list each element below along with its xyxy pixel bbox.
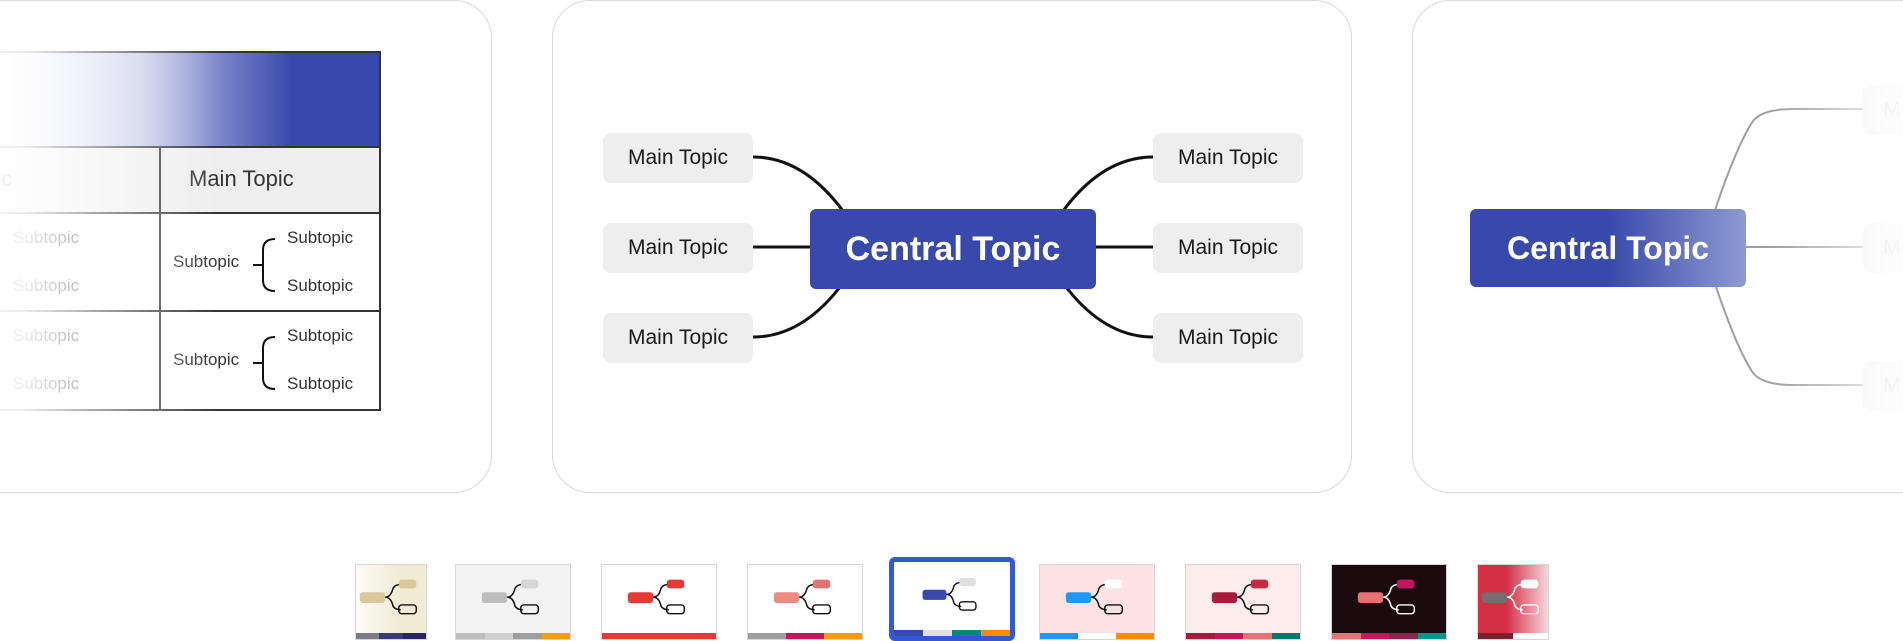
table-row: c Subtopic Subtopic Subtopic Subtopic Su… (0, 312, 381, 411)
color-swatch (923, 630, 952, 636)
theme-icon (1211, 579, 1270, 615)
color-swatch (484, 633, 513, 639)
color-swatch (678, 633, 716, 639)
theme-color-stripes (1332, 633, 1446, 639)
theme-crimson[interactable] (1185, 564, 1301, 640)
subtopic-text: Subtopic (13, 228, 80, 247)
theme-color-stripes (602, 633, 716, 639)
subtopic-text: Subtopic (13, 374, 80, 393)
subtopic-text: Subtopic (287, 276, 354, 295)
color-swatch (1417, 633, 1446, 639)
theme-icon (1357, 579, 1416, 615)
main-topic[interactable]: M (1863, 361, 1903, 411)
theme-preview-card-center[interactable]: Main Topic Main Topic Main Topic Main To… (552, 0, 1352, 493)
main-topic[interactable]: Main Topic (1153, 313, 1303, 363)
main-topic[interactable]: M (1863, 223, 1903, 273)
color-swatch (1360, 633, 1389, 639)
color-swatch (1332, 633, 1361, 639)
theme-icon (922, 577, 977, 611)
subtopic-text: Subtopic (173, 350, 240, 369)
color-swatch (1271, 633, 1300, 639)
theme-color-stripes (1186, 633, 1300, 639)
color-swatch (640, 633, 678, 639)
theme-icon (627, 579, 686, 615)
color-swatch (602, 633, 640, 639)
color-swatch (402, 633, 426, 639)
central-topic[interactable]: Central Topic (810, 209, 1096, 289)
theme-color-stripes (1040, 633, 1154, 639)
color-swatch (894, 630, 923, 636)
theme-pink[interactable] (1039, 564, 1155, 640)
theme-color-stripes (1478, 633, 1548, 639)
theme-beige[interactable] (355, 564, 427, 640)
subtopic-text: Subtopic (13, 276, 80, 295)
color-swatch (1214, 633, 1243, 639)
theme-preview-card-right[interactable]: Central Topic M M M (1412, 0, 1903, 493)
theme-red[interactable] (601, 564, 717, 640)
bracket-icon (0, 337, 1, 389)
color-swatch (1040, 633, 1078, 639)
table-cell-text: n Topic (0, 166, 13, 191)
theme-color-stripes (356, 633, 426, 639)
connector-lines (752, 155, 1154, 339)
color-swatch (541, 633, 570, 639)
theme-gray[interactable] (455, 564, 571, 640)
color-swatch (379, 633, 403, 639)
table-cell-text: Main Topic (189, 166, 294, 191)
color-swatch (981, 630, 1010, 636)
main-topic[interactable]: Main Topic (603, 133, 753, 183)
theme-color-stripes (748, 633, 862, 639)
bracket-icon (0, 239, 1, 291)
subtopic-text: Subtopic (287, 374, 354, 393)
theme-icon (481, 579, 540, 615)
theme-color-stripes (456, 633, 570, 639)
subtopic-text: Subtopic (287, 228, 354, 247)
bracket-icon (253, 336, 276, 390)
theme-preview-card-left[interactable]: pic n Topic Main Topic c Subtopic Subtop… (0, 0, 492, 493)
theme-color-stripes (894, 630, 1010, 636)
theme-blue[interactable] (889, 557, 1015, 641)
color-swatch (1389, 633, 1418, 639)
color-swatch (786, 633, 824, 639)
color-swatch (513, 633, 542, 639)
subtopic-text: Subtopic (287, 326, 354, 345)
main-topic[interactable]: Main Topic (603, 313, 753, 363)
color-swatch (456, 633, 485, 639)
table-row: n Topic Main Topic (0, 148, 381, 214)
color-swatch (1186, 633, 1215, 639)
main-topic[interactable]: Main Topic (603, 223, 753, 273)
color-swatch (824, 633, 862, 639)
main-topic[interactable]: Main Topic (1153, 223, 1303, 273)
theme-icon (1481, 579, 1540, 615)
table-header: pic (0, 51, 381, 148)
color-swatch (356, 633, 380, 639)
table-row: c Subtopic Subtopic Subtopic Subtopic Su… (0, 214, 381, 312)
color-swatch (952, 630, 981, 636)
subtopic-text: Subtopic (13, 326, 80, 345)
color-swatch (1078, 633, 1116, 639)
theme-icon (1065, 579, 1124, 615)
central-topic[interactable]: Central Topic (1470, 209, 1746, 287)
main-topic[interactable]: M (1863, 85, 1903, 135)
color-swatch (1478, 633, 1513, 639)
theme-coral-outline[interactable] (747, 564, 863, 640)
theme-dark[interactable] (1331, 564, 1447, 640)
theme-red-gradient[interactable] (1477, 564, 1549, 640)
color-swatch (1243, 633, 1272, 639)
color-swatch (1513, 633, 1548, 639)
theme-icon (359, 579, 418, 615)
bracket-icon (253, 238, 276, 292)
subtopic-text: Subtopic (173, 252, 240, 271)
color-swatch (748, 633, 786, 639)
theme-icon (773, 579, 832, 615)
main-topic[interactable]: Main Topic (1153, 133, 1303, 183)
color-swatch (1116, 633, 1154, 639)
